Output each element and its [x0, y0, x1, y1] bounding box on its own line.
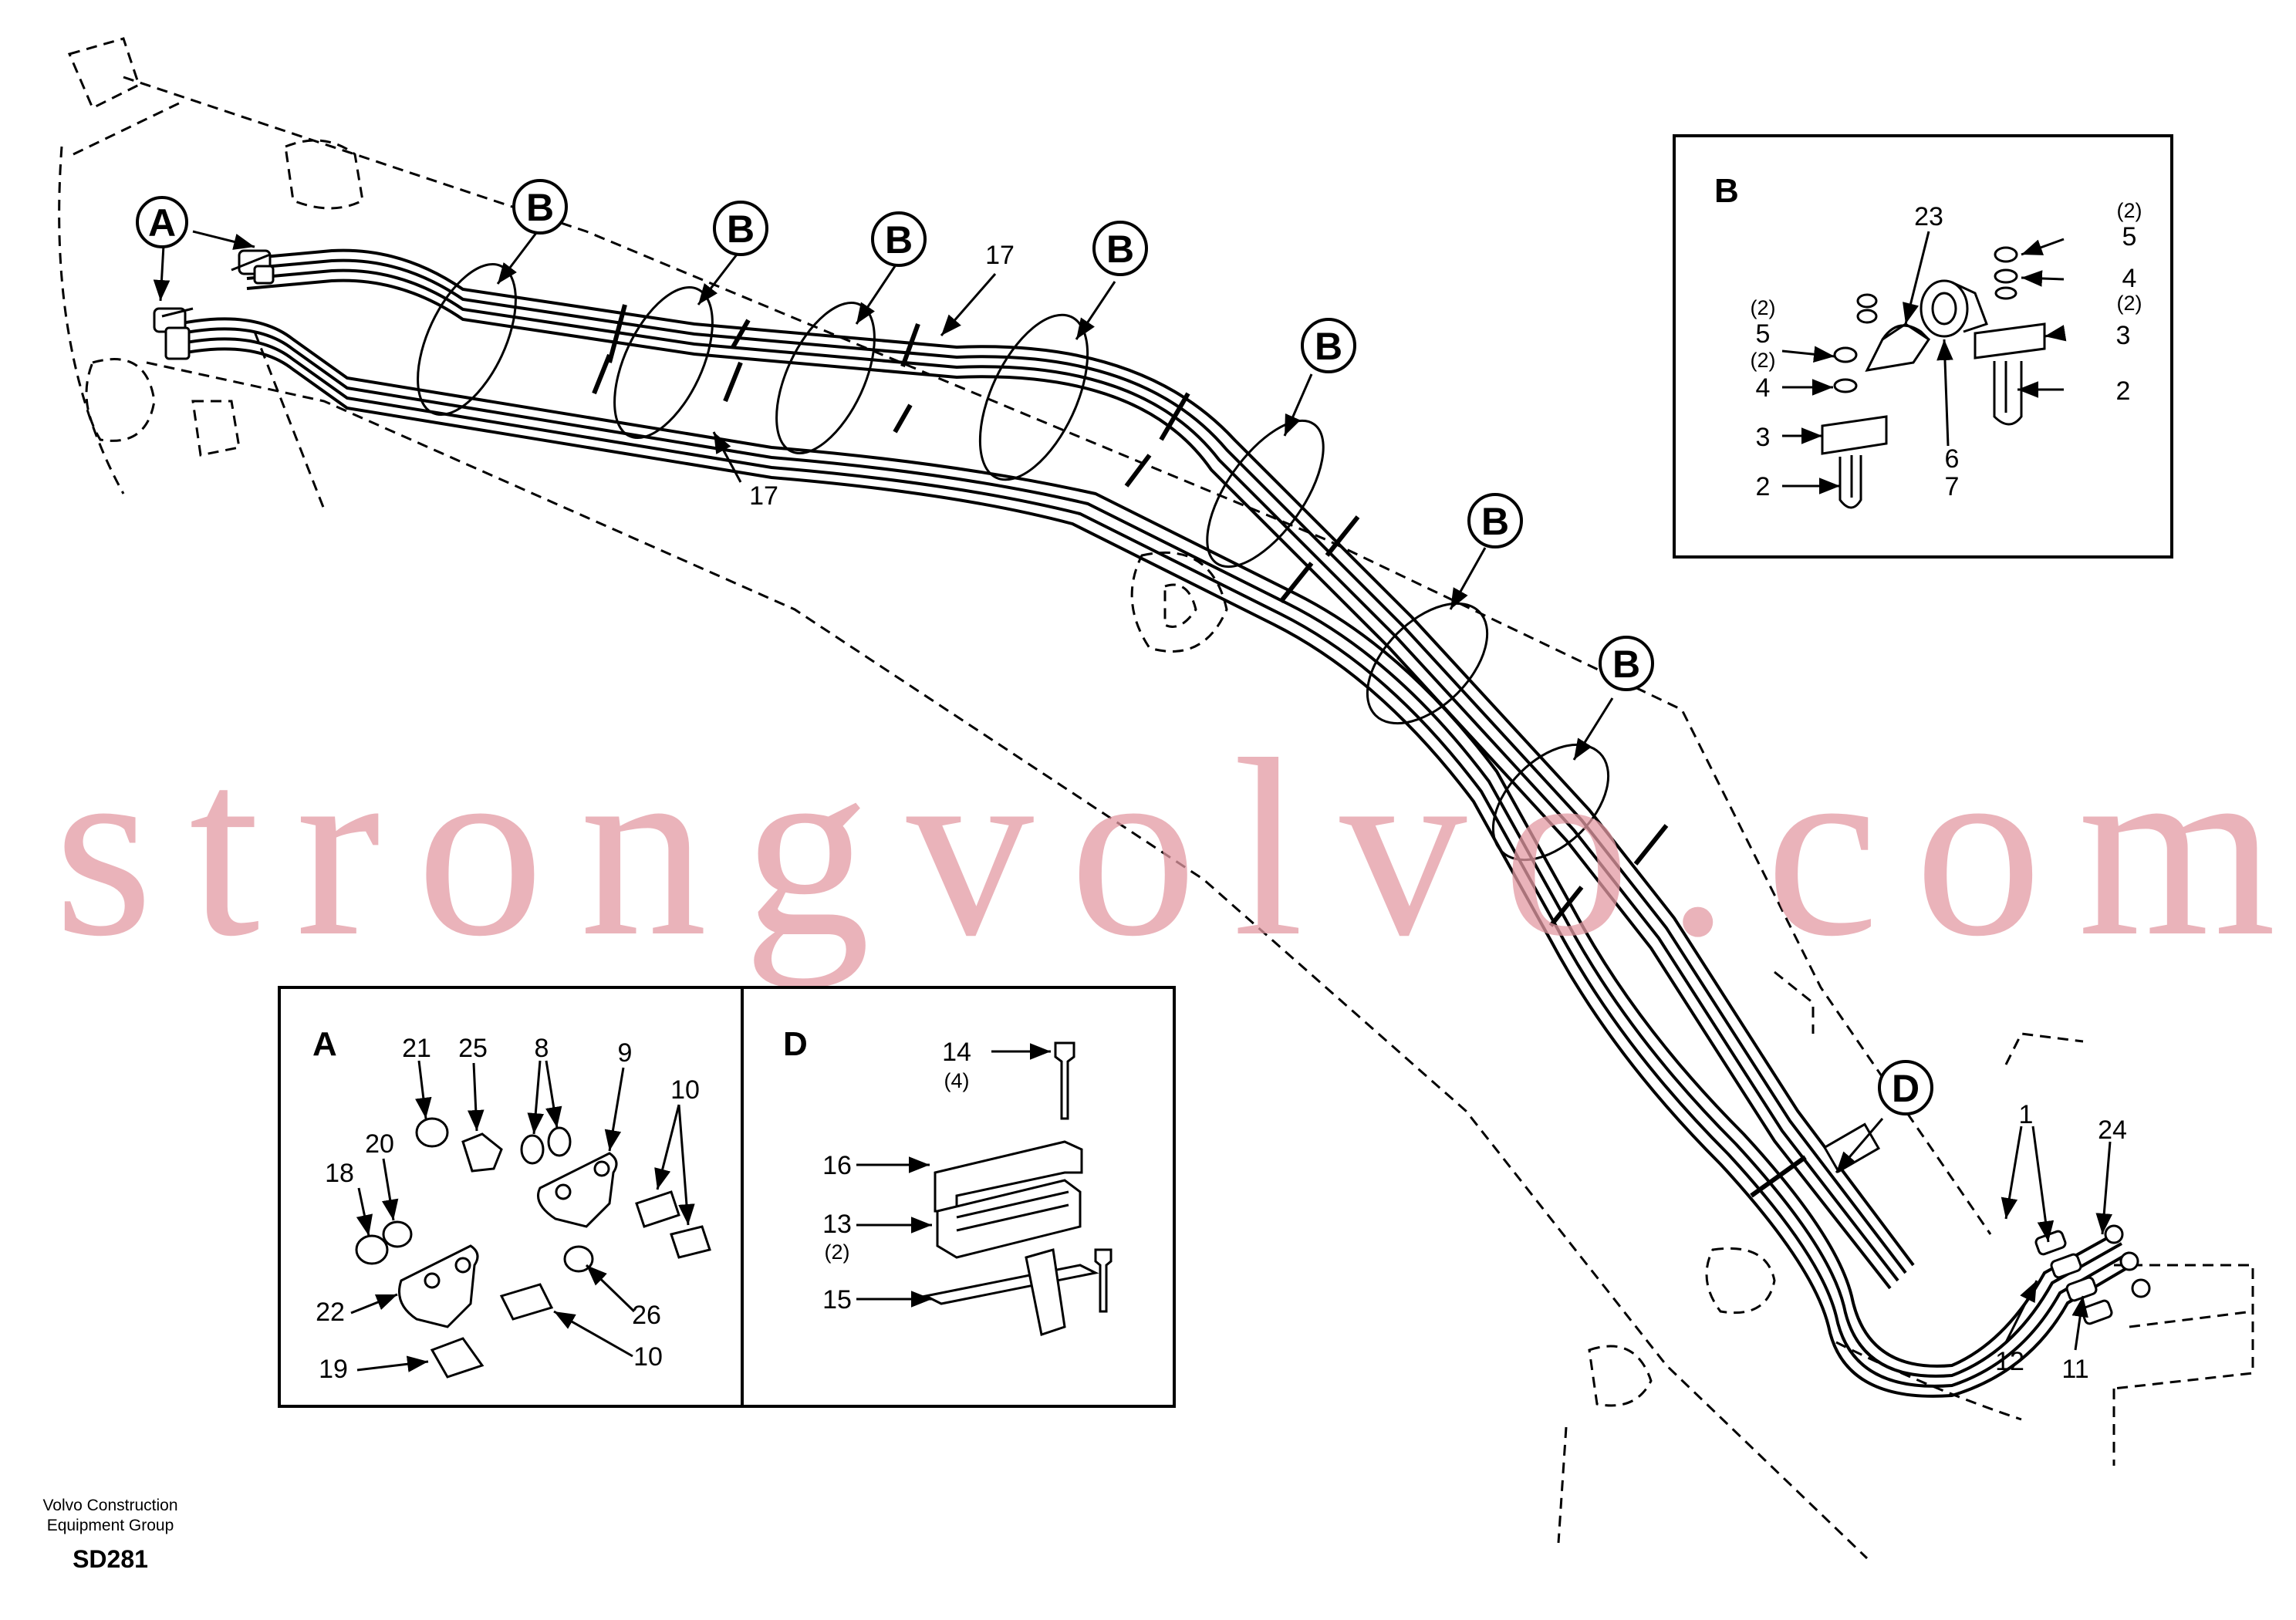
- boom-outline: [58, 37, 2254, 1560]
- callout-b-4[interactable]: B: [1092, 221, 1148, 276]
- b-qty-4-right: (2): [2117, 292, 2142, 315]
- main-leaders: [153, 230, 2113, 1351]
- b-qty-5-right: (2): [2117, 199, 2142, 222]
- detail-b-panel: B: [1673, 134, 2173, 559]
- footer-company-line2: Equipment Group: [47, 1517, 174, 1534]
- svg-text:D: D: [1892, 1067, 1920, 1110]
- callout-a[interactable]: A: [136, 196, 188, 248]
- b-label-6: 6: [1945, 444, 1960, 474]
- b-qty-5-left: (2): [1751, 296, 1776, 319]
- footer-code: SD281: [73, 1545, 148, 1573]
- b-label-2-left: 2: [1756, 472, 1771, 501]
- clamp-rings: [417, 263, 1610, 862]
- callout-b-2[interactable]: B: [713, 201, 768, 256]
- d-label-14: 14: [942, 1038, 971, 1067]
- d-label-15: 15: [822, 1285, 852, 1315]
- a-label-26: 26: [632, 1301, 661, 1330]
- b-label-23: 23: [1914, 202, 1943, 231]
- callout-b-7[interactable]: B: [1599, 636, 1654, 691]
- b-label-3-right: 3: [2116, 321, 2131, 350]
- a-label-9: 9: [618, 1038, 633, 1068]
- hose-clips: [592, 304, 1807, 1198]
- callout-d[interactable]: D: [1878, 1060, 1933, 1115]
- b-label-3-left: 3: [1756, 423, 1771, 452]
- svg-text:B: B: [1612, 643, 1640, 686]
- detail-a-header: A: [312, 1025, 337, 1063]
- callout-b-5[interactable]: B: [1301, 318, 1356, 373]
- svg-text:B: B: [1315, 325, 1342, 368]
- label-24: 24: [2098, 1115, 2127, 1145]
- b-qty-4-left: (2): [1751, 349, 1776, 372]
- svg-text:B: B: [885, 218, 913, 262]
- d-label-16: 16: [822, 1151, 852, 1180]
- callout-b-3[interactable]: B: [871, 211, 927, 267]
- a-label-20: 20: [365, 1129, 394, 1159]
- svg-text:B: B: [727, 208, 755, 251]
- a-label-21: 21: [402, 1034, 431, 1063]
- b-label-5-left: 5: [1756, 319, 1771, 349]
- label-11: 11: [2061, 1355, 2088, 1384]
- detail-b-header: B: [1714, 172, 1739, 210]
- svg-text:B: B: [1106, 228, 1134, 271]
- d-qty-14: (4): [944, 1069, 970, 1092]
- footer-company-line1: Volvo Construction: [42, 1497, 177, 1514]
- b-label-4-left: 4: [1756, 373, 1771, 403]
- b-label-4-right: 4: [2122, 264, 2137, 293]
- detail-d-header: D: [783, 1025, 808, 1063]
- b-label-5-right: 5: [2122, 222, 2137, 251]
- hose-bundle-lower: [177, 317, 2139, 1398]
- d-qty-13: (2): [825, 1240, 850, 1264]
- a-label-22: 22: [316, 1298, 345, 1327]
- b-label-2-right: 2: [2116, 376, 2131, 406]
- b-label-7: 7: [1945, 472, 1960, 501]
- label-1: 1: [2019, 1100, 2034, 1129]
- callout-b-6[interactable]: B: [1467, 493, 1523, 548]
- svg-text:B: B: [1481, 500, 1509, 543]
- watermark: strongvolvo.com: [54, 707, 2276, 989]
- a-label-25: 25: [458, 1034, 488, 1063]
- detail-ad-panel: A D: [278, 986, 1176, 1408]
- a-label-8: 8: [535, 1034, 549, 1063]
- hose-bundle-upper: [246, 248, 1915, 1290]
- svg-text:A: A: [148, 201, 176, 245]
- label-12: 12: [1995, 1347, 2024, 1376]
- svg-text:B: B: [526, 186, 554, 229]
- right-end-fittings: [1822, 1122, 2151, 1325]
- a-label-10-bottom: 10: [633, 1342, 663, 1372]
- left-fittings: [153, 249, 275, 360]
- label-17-top: 17: [985, 241, 1015, 270]
- a-label-10-top: 10: [670, 1075, 700, 1105]
- d-label-13: 13: [822, 1210, 852, 1239]
- label-17-bottom: 17: [749, 481, 778, 511]
- callout-b-1[interactable]: B: [512, 179, 568, 235]
- a-label-18: 18: [325, 1159, 354, 1188]
- a-label-19: 19: [319, 1355, 348, 1384]
